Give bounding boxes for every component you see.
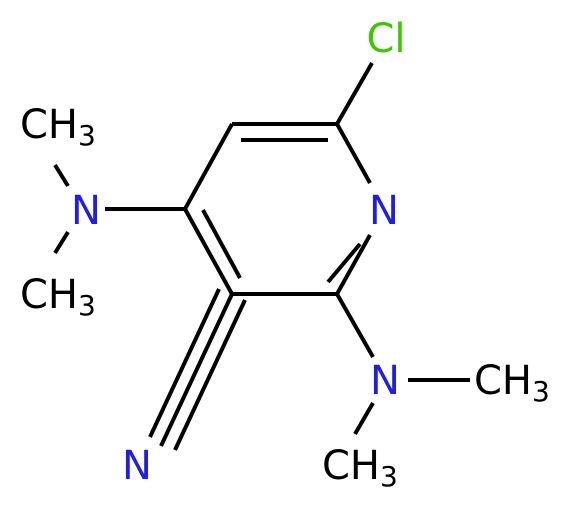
- methyl-subscript: 3: [380, 460, 398, 493]
- nitrile-nitrogen-label: N: [122, 443, 152, 489]
- chlorine-atom-label: Cl: [366, 16, 405, 62]
- amine-nitrogen-top-label: N: [71, 188, 101, 234]
- bond-c6-cl: [335, 62, 374, 125]
- amine-nitrogen-bottom-label: N: [370, 358, 400, 404]
- methyl-label: CH: [474, 358, 532, 404]
- bond-group: [53, 62, 470, 451]
- methyl-label: CH: [20, 102, 78, 148]
- bond-c4-c5: [183, 123, 234, 210]
- methyl-label: CH: [20, 272, 78, 318]
- bond-c3-c4: [183, 208, 234, 295]
- atom-labels: Cl N N N N CH 3 CH 3 CH 3 CH 3: [20, 16, 550, 493]
- methyl-label: CH: [322, 443, 380, 489]
- bond-nitrile-left: [148, 288, 221, 438]
- methyl-subscript: 3: [78, 119, 96, 152]
- bond-n1-c2: [335, 234, 372, 295]
- methyl-group-mid-left: CH 3: [20, 272, 96, 322]
- bond-nitrile-center: [159, 293, 234, 447]
- bond-n-bottom-ch3-down: [353, 401, 375, 436]
- bond-c2-n-bottom: [335, 293, 375, 358]
- methyl-group-right: CH 3: [474, 358, 550, 408]
- methyl-group-top-left: CH 3: [20, 102, 96, 152]
- methyl-subscript: 3: [532, 375, 550, 408]
- bond-n-top-ch3-upper: [53, 163, 70, 188]
- methyl-group-bottom: CH 3: [322, 443, 398, 493]
- bond-c3-c4-inner: [201, 209, 242, 279]
- bond-nitrile-right: [173, 299, 247, 451]
- ring-nitrogen-label: N: [369, 188, 399, 234]
- methyl-subscript: 3: [78, 289, 96, 322]
- bond-c6-n1: [335, 123, 372, 184]
- bond-n-top-ch3-lower: [53, 230, 70, 255]
- bond-n1-c2-inner: [326, 242, 362, 284]
